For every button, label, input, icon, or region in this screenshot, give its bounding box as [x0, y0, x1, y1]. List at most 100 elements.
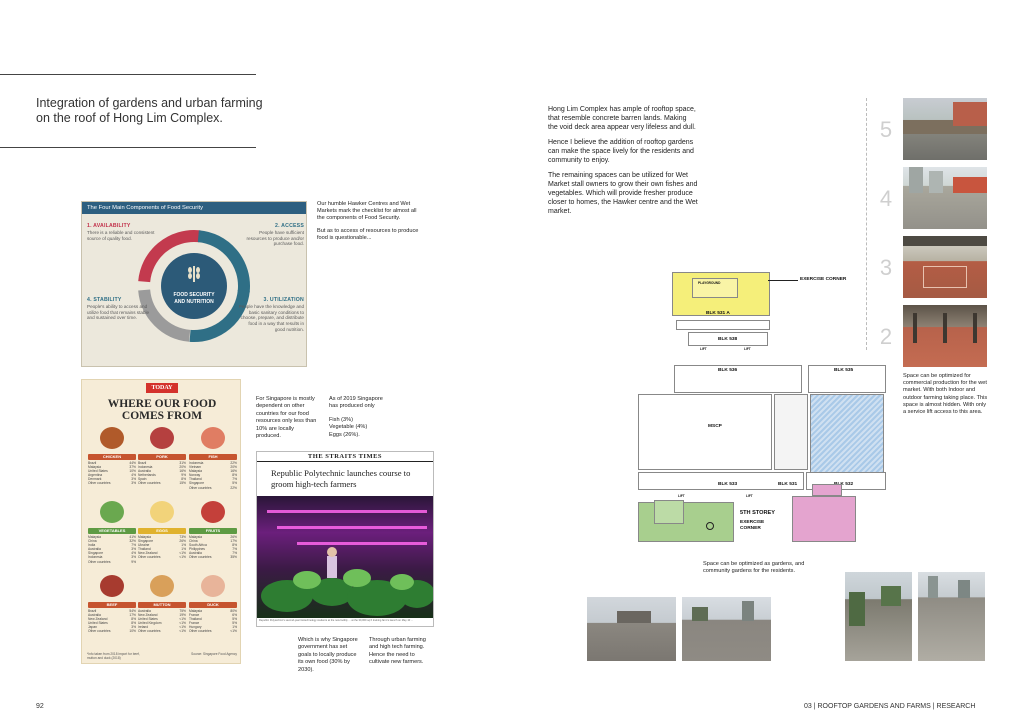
food-source-row: Other countries<1%: [138, 629, 186, 633]
source-country: New Zealand: [138, 613, 158, 618]
hawker-note: Our humble Hawker Centres and Wet Market…: [317, 201, 425, 248]
source-share: 17%: [129, 613, 136, 618]
rooftop-photo-3: [903, 236, 987, 298]
stability-title: 4. STABILITY: [87, 297, 122, 303]
source-country: United Kingdom: [138, 621, 162, 626]
eggs-food-icon: [150, 501, 174, 523]
source-share: 41%: [129, 535, 136, 539]
sg-2019-eggs: Eggs (26%).: [329, 431, 360, 438]
blk-536-label: BLK 536: [718, 368, 738, 373]
hawker-note-2: But as to access of resources to produce…: [317, 228, 419, 241]
infographic-source: Source: Singapore Food Agency: [191, 652, 237, 656]
news-photo: [257, 496, 433, 618]
news-headline: Republic Polytechnic launches course to …: [271, 468, 411, 489]
cycle-ring-teal-lower: [138, 230, 250, 342]
beef-illustration: [88, 572, 136, 602]
source-country: Malaysia: [88, 465, 102, 470]
pork-illustration: [138, 424, 186, 454]
source-country: New Zealand: [138, 551, 158, 556]
food-category-label: EGGS: [138, 528, 186, 534]
source-country: Other countries: [189, 485, 212, 490]
source-share: 16%: [179, 469, 186, 474]
source-country: Malaysia: [189, 609, 203, 613]
source-share: 44%: [129, 461, 136, 465]
food-source-row: Other countries 10%: [88, 629, 136, 633]
source-share: 10%: [129, 629, 136, 634]
lift-label-2: LIFT: [744, 347, 751, 351]
blk-531-label: BLK 531: [778, 482, 798, 487]
source-share: 80%: [230, 609, 237, 613]
source-country: Malaysia: [189, 535, 203, 539]
infographic-title-line2: COMES FROM: [121, 410, 203, 422]
source-share: 3%: [131, 547, 136, 552]
source-share: 1%: [232, 625, 237, 630]
source-country: China: [88, 539, 97, 544]
stability-block: 4. STABILITY People's ability to access …: [87, 297, 153, 321]
source-share: 22%: [230, 485, 237, 490]
lift-label-3: LIFT: [678, 494, 685, 498]
source-share: <1%: [179, 551, 186, 556]
source-country: Australia: [189, 551, 202, 556]
source-country: Ukraine: [138, 543, 150, 548]
today-badge: TODAY: [146, 383, 178, 393]
blk-532-label: BLK 532: [834, 482, 854, 487]
fish-food-icon: [201, 427, 225, 449]
source-country: Indonesia: [189, 461, 204, 465]
source-country: Other countries: [88, 481, 111, 486]
source-share: 8%: [181, 477, 186, 482]
fifth-storey-label: 5TH STOREY: [740, 510, 776, 516]
hawker-note-1: Our humble Hawker Centres and Wet Market…: [317, 201, 417, 221]
source-share: 15%: [179, 481, 186, 486]
cycle-center: [161, 253, 227, 319]
commercial-note: Space can be optimized for commercial pr…: [903, 373, 988, 416]
page-title: Integration of gardens and urban farming…: [36, 96, 263, 125]
source-country: Indonesia: [88, 555, 103, 560]
mscp-label: MSCP: [708, 424, 722, 429]
sg-2019-veg: Vegetable (4%): [329, 424, 368, 431]
center-label: FOOD SECURITY AND NUTRITION: [173, 292, 215, 305]
mutton-illustration: [138, 572, 186, 602]
blk-535-block: [808, 365, 886, 393]
fish-illustration: [189, 424, 237, 454]
floor-plan: PLAYGROUND BLK 531 A EXERCISE CORNER BLK…: [636, 270, 900, 550]
photo-number-3: 3: [879, 255, 893, 280]
utilization-block: 3. UTILIZATION People have the knowledge…: [238, 297, 304, 333]
cycle-ring-grey: [138, 230, 250, 342]
infographic-footnote: *Info taken from 2018 import for beef, m…: [87, 652, 140, 660]
singapore-2019-note: As of 2019 Singapore has produced only F…: [329, 396, 391, 439]
source-country: Other countries: [88, 629, 111, 634]
right-footer: 03 | ROOFTOP GARDENS AND FARMS | RESEARC…: [804, 703, 976, 710]
food-source-row: Other countries<1%: [138, 555, 186, 559]
source-share: 5%: [232, 481, 237, 486]
source-share: <1%: [179, 617, 186, 622]
source-country: Australia: [88, 547, 101, 552]
source-share: 17%: [230, 539, 237, 544]
food-source-row: Australia 3%: [88, 547, 136, 551]
source-country: Other countries: [189, 555, 212, 560]
food-source-row: New Zealand <1%: [138, 551, 186, 555]
source-share: 19%: [179, 613, 186, 618]
source-country: Philippines: [189, 547, 205, 552]
source-share: 8%: [232, 473, 237, 478]
source-share: 35%: [230, 555, 237, 560]
source-share: 54%: [129, 609, 136, 613]
source-share: 37%: [129, 465, 136, 470]
food-source-row: Malaysia 37%: [88, 465, 136, 469]
source-country: Australia: [138, 609, 151, 613]
source-share: 3%: [131, 555, 136, 560]
source-country: Singapore: [138, 539, 154, 544]
